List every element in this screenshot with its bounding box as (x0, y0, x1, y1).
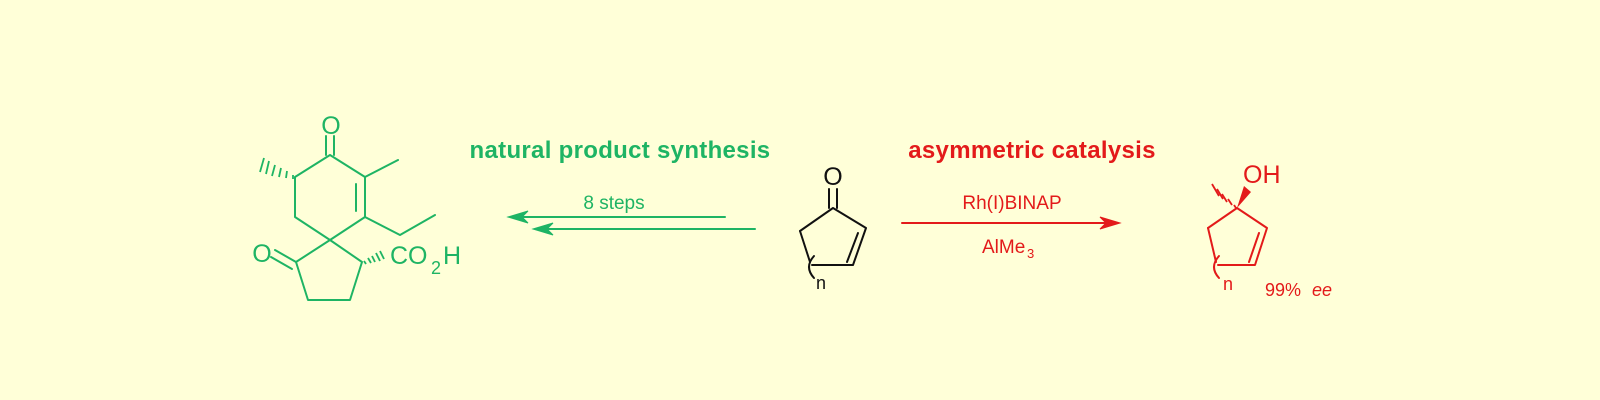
product-double-bond (1248, 232, 1260, 263)
ee-unit: ee (1312, 280, 1332, 300)
solid-wedge-hydroxyl (1237, 186, 1251, 208)
ketone-bond-left-2 (270, 256, 293, 270)
cyclopentenone-ring (799, 207, 867, 266)
acid-h-label: H (443, 242, 461, 270)
ee-value: 99% (1265, 280, 1301, 300)
product-ring-index: n (1223, 274, 1233, 294)
natural-product-synthesis-heading: natural product synthesis (470, 137, 771, 164)
hashed-methyl-wedge-right (1211, 183, 1237, 209)
cyclohexenone-ring (294, 154, 366, 241)
product-ring-size-bracket (1213, 255, 1220, 279)
starting-material-oxygen: O (823, 163, 842, 191)
natural-product-oxygen-top: O (321, 112, 340, 140)
cyclopentenone-structure (799, 188, 867, 279)
product-structure (1207, 207, 1268, 279)
cyclopentanone-ring (295, 239, 363, 301)
retro-arrow-left (506, 210, 756, 236)
reagent-subscript: 3 (1027, 246, 1034, 261)
reagent-label: AlMe (982, 237, 1025, 258)
ring-left-bond (799, 230, 811, 263)
vinyl-methyl-bond (364, 159, 399, 178)
acid-co-label: CO (390, 242, 428, 270)
product-hydroxyl: OH (1243, 161, 1281, 189)
hashed-acid-wedge (363, 250, 385, 265)
starting-material-ring-index: n (816, 273, 826, 293)
natural-product-oxygen-left: O (252, 240, 271, 268)
natural-product-structure (270, 135, 436, 301)
asymmetric-catalysis-heading: asymmetric catalysis (908, 137, 1156, 164)
catalyst-label: Rh(I)BINAP (962, 193, 1061, 214)
steps-label: 8 steps (583, 193, 644, 214)
forward-arrow-right (901, 216, 1122, 230)
ethyl-bond (364, 214, 436, 236)
product-ring-left-bond (1207, 227, 1217, 263)
product-ring (1207, 207, 1268, 266)
ring-size-bracket (808, 255, 815, 279)
hashed-methyl-wedge-left (259, 157, 294, 179)
ketone-bond-left (274, 249, 297, 263)
ring-double-bond (846, 232, 859, 263)
acid-subscript: 2 (431, 258, 441, 278)
